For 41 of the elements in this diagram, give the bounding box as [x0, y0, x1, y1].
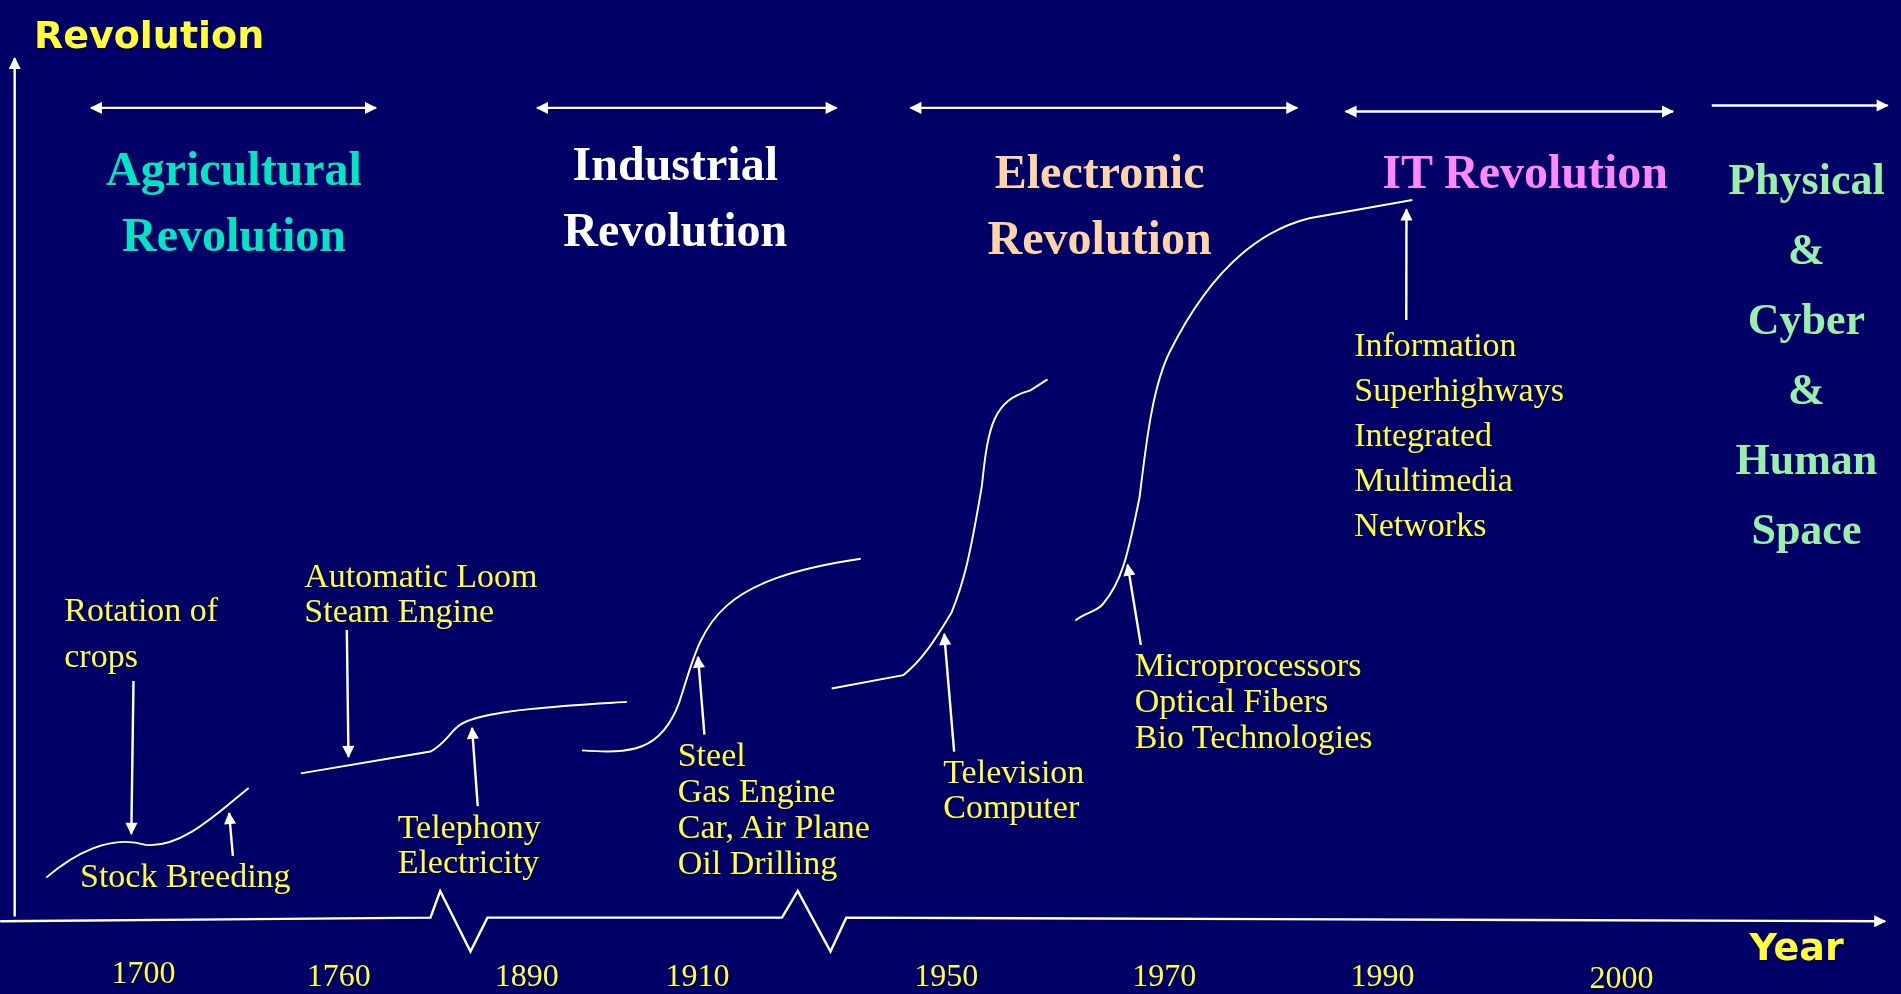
- axis-title: Year: [1749, 923, 1844, 971]
- era-title: IT Revolution: [1381, 144, 1670, 201]
- innovation-label: Gas Engine: [677, 773, 837, 810]
- arrow: [466, 726, 479, 807]
- year-label: 1970: [1132, 955, 1197, 994]
- axis-title: Revolution: [33, 12, 265, 60]
- innovation-label: Car, Air Plane: [677, 809, 871, 846]
- innovation-label: Telephony: [397, 808, 542, 844]
- innovation-label: Optical Fibers: [1134, 683, 1329, 720]
- year-label: 1760: [306, 955, 371, 994]
- innovation-label: Television: [943, 754, 1086, 790]
- era-title: Electronic Revolution: [986, 144, 1213, 267]
- innovation-label: Rotation of crops: [64, 589, 220, 676]
- arrow: [939, 632, 956, 752]
- era-title: Industrial Revolution: [562, 135, 789, 258]
- era-title: Agricultural Revolution: [105, 140, 363, 263]
- innovation-label: Microprocessors: [1134, 647, 1363, 684]
- year-label: 1950: [914, 955, 979, 994]
- arrow: [1123, 563, 1142, 646]
- year-label: 1700: [111, 953, 176, 993]
- growth-curve: [830, 378, 1049, 690]
- arrow: [342, 630, 355, 759]
- year-label: 1990: [1350, 955, 1415, 994]
- innovation-label: Automatic Loom: [304, 557, 539, 593]
- innovation-label: Oil Drilling: [677, 845, 839, 882]
- growth-curve: [299, 700, 628, 775]
- arrow: [224, 811, 237, 856]
- era-title: Physical & Cyber & Human Space: [1727, 154, 1886, 557]
- innovation-label: Bio Technologies: [1134, 719, 1374, 756]
- innovation-label: Steam Engine: [304, 592, 496, 628]
- innovation-label: Computer: [943, 789, 1081, 825]
- year-label: 1910: [665, 955, 730, 994]
- innovation-label: Steel: [677, 737, 747, 774]
- arrow: [1400, 208, 1413, 320]
- year-label: 2000: [1589, 957, 1654, 994]
- arrow: [125, 681, 138, 835]
- innovation-label: Information Superhighways: [1354, 325, 1565, 411]
- innovation-label: Stock Breeding: [80, 858, 292, 895]
- year-label: 1890: [494, 955, 559, 994]
- arrow: [692, 655, 706, 735]
- innovation-label: Integrated Multimedia Networks: [1354, 415, 1514, 546]
